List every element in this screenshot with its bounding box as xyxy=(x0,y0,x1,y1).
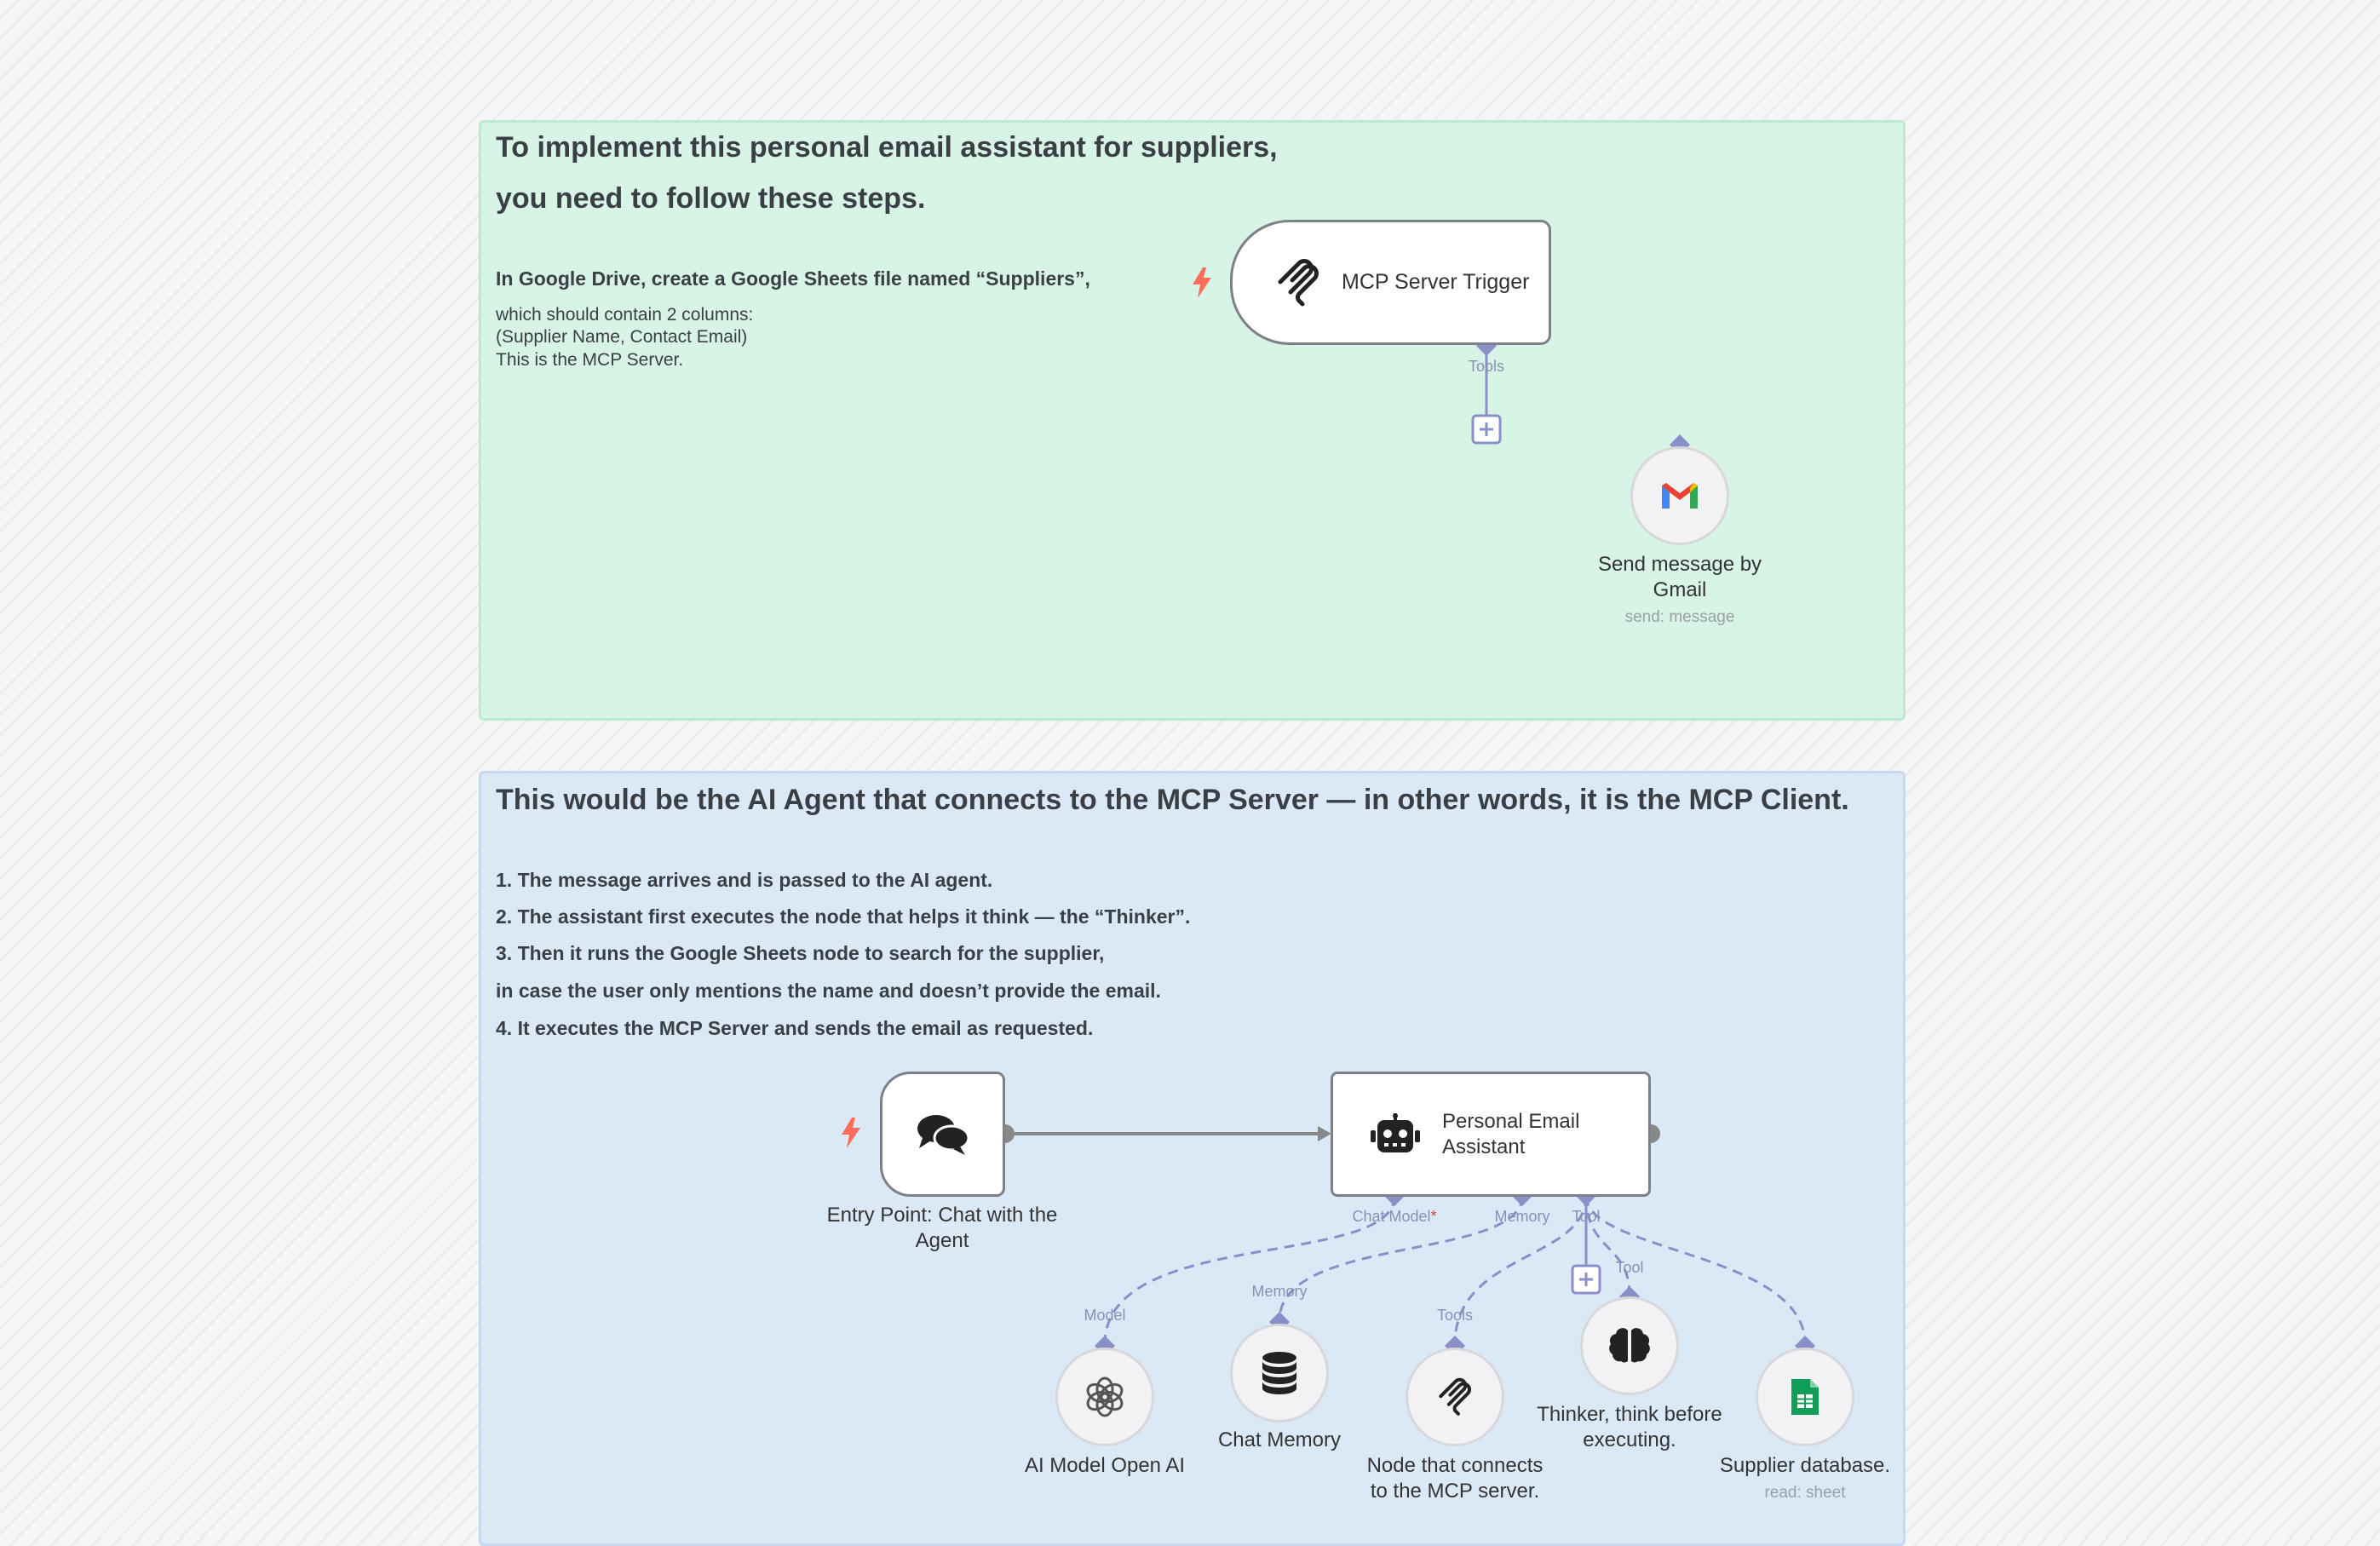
openai-model-node[interactable] xyxy=(1055,1348,1154,1446)
robot-icon xyxy=(1371,1112,1420,1152)
server-note-title-line1: To implement this personal email assista… xyxy=(496,131,1278,164)
server-note-step: In Google Drive, create a Google Sheets … xyxy=(496,267,1090,290)
model-port-label: Model xyxy=(1084,1307,1126,1324)
gmail-node-label: Send message by Gmail xyxy=(1578,552,1782,603)
thinker-label-line1: Thinker, think before xyxy=(1537,1403,1722,1426)
brain-icon xyxy=(1609,1328,1650,1363)
mcp-client-node[interactable] xyxy=(1406,1348,1504,1446)
mcp-client-label: Node that connects to the MCP server. xyxy=(1336,1453,1574,1504)
chat-icon xyxy=(917,1114,969,1155)
chat-trigger-node[interactable] xyxy=(880,1072,1005,1197)
gmail-label-line1: Send message by xyxy=(1597,553,1762,576)
openai-node-label: AI Model Open AI xyxy=(1024,1454,1186,1477)
memory-port-label: Memory xyxy=(1494,1208,1550,1225)
client-note-step-2: 2. The assistant first executes the node… xyxy=(496,905,1191,928)
mcp-client-sticky-note[interactable] xyxy=(479,771,1906,1546)
chat-model-port-label: Chat Model* xyxy=(1339,1208,1450,1226)
client-note-step-4: 4. It executes the MCP Server and sends … xyxy=(496,1017,1094,1039)
mcp-icon xyxy=(1278,258,1319,306)
server-note-detail-2: (Supplier Name, Contact Email) xyxy=(496,327,748,347)
ai-agent-label: Personal Email Assistant xyxy=(1442,1109,1579,1160)
server-note-detail-3: This is the MCP Server. xyxy=(496,350,684,370)
agent-label-line1: Personal Email xyxy=(1442,1109,1580,1133)
mcp-server-trigger-label: MCP Server Trigger xyxy=(1342,270,1530,294)
chat-trigger-label-line1: Entry Point: Chat with the xyxy=(826,1204,1058,1227)
gmail-icon xyxy=(1662,483,1698,509)
client-note-step-1: 1. The message arrives and is passed to … xyxy=(496,869,993,891)
chat-model-port-text: Chat Model xyxy=(1352,1208,1431,1225)
server-note-detail-1: which should contain 2 columns: xyxy=(496,305,754,325)
client-note-title: This would be the AI Agent that connects… xyxy=(496,784,1849,816)
thinker-port-label: Tool xyxy=(1615,1259,1644,1276)
chat-trigger-bolt-icon xyxy=(842,1118,860,1148)
gmail-label-line2: Gmail xyxy=(1653,578,1707,601)
server-note-title-line2: you need to follow these steps. xyxy=(496,182,926,215)
gmail-node[interactable] xyxy=(1630,446,1729,545)
thinker-node[interactable] xyxy=(1580,1296,1679,1395)
mcp-client-label-line1: Node that connects xyxy=(1366,1454,1544,1477)
chat-memory-node[interactable] xyxy=(1230,1324,1329,1422)
chat-memory-label: Chat Memory xyxy=(1217,1428,1342,1451)
thinker-label-line2: executing. xyxy=(1583,1428,1676,1451)
mcp-client-label-line2: to the MCP server. xyxy=(1370,1480,1540,1503)
agent-label-line2: Assistant xyxy=(1442,1135,1526,1158)
openai-icon xyxy=(1086,1376,1124,1417)
tools-port-label: Tools xyxy=(1468,358,1505,375)
chat-trigger-label: Entry Point: Chat with the Agent xyxy=(806,1203,1078,1254)
mcp-client-port-label: Tools xyxy=(1436,1307,1474,1324)
supplier-sheets-label: Supplier database. xyxy=(1719,1454,1891,1477)
google-sheets-icon xyxy=(1791,1379,1819,1415)
trigger-bolt-icon xyxy=(1193,267,1211,298)
client-note-step-3b: in case the user only mentions the name … xyxy=(496,980,1161,1002)
gmail-node-subtitle: send: message xyxy=(1624,608,1735,626)
tool-port-label: Tool xyxy=(1572,1208,1601,1225)
memory-node-port-label: Memory xyxy=(1251,1283,1308,1300)
required-mark: * xyxy=(1430,1208,1437,1225)
mcp-client-icon xyxy=(1439,1377,1471,1416)
database-icon xyxy=(1262,1352,1296,1394)
mcp-server-sticky-note[interactable] xyxy=(479,120,1906,721)
supplier-sheets-node[interactable] xyxy=(1756,1348,1854,1446)
supplier-sheets-subtitle: read: sheet xyxy=(1764,1484,1846,1502)
ai-agent-node[interactable]: Personal Email Assistant xyxy=(1331,1072,1651,1197)
client-note-step-3: 3. Then it runs the Google Sheets node t… xyxy=(496,942,1105,964)
chat-trigger-label-line2: Agent xyxy=(915,1229,969,1252)
thinker-label: Thinker, think before executing. xyxy=(1510,1402,1749,1453)
mcp-server-trigger-node[interactable]: MCP Server Trigger xyxy=(1230,220,1551,345)
